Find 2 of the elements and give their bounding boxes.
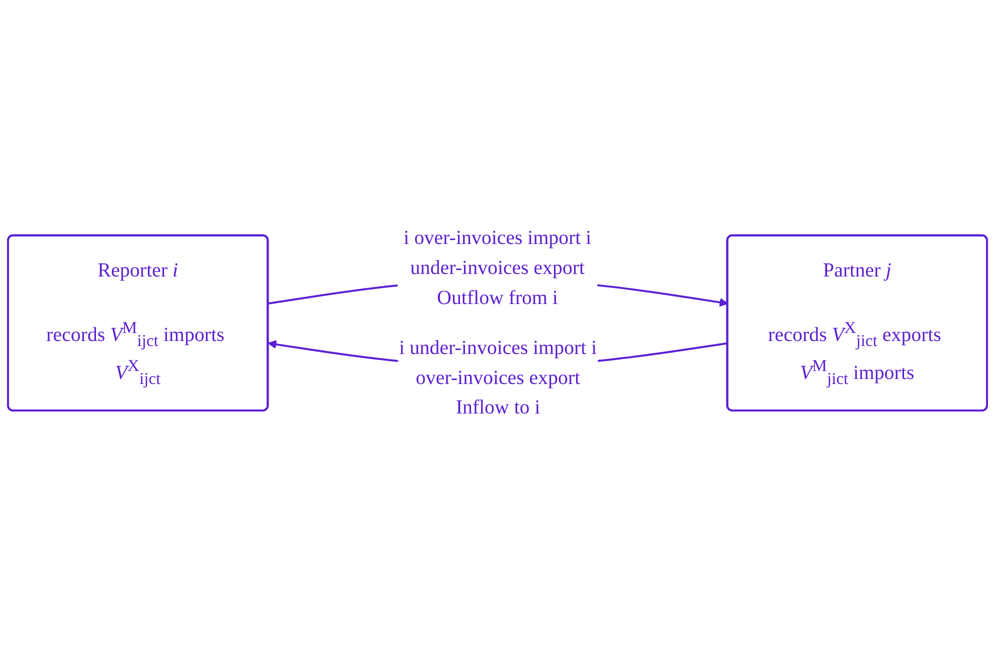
edge-label: i over-invoices import i under-invoices export Outflow from i <box>404 227 592 310</box>
edge-label: i under-invoices import i over-invoices export Inflow to i <box>399 336 597 419</box>
